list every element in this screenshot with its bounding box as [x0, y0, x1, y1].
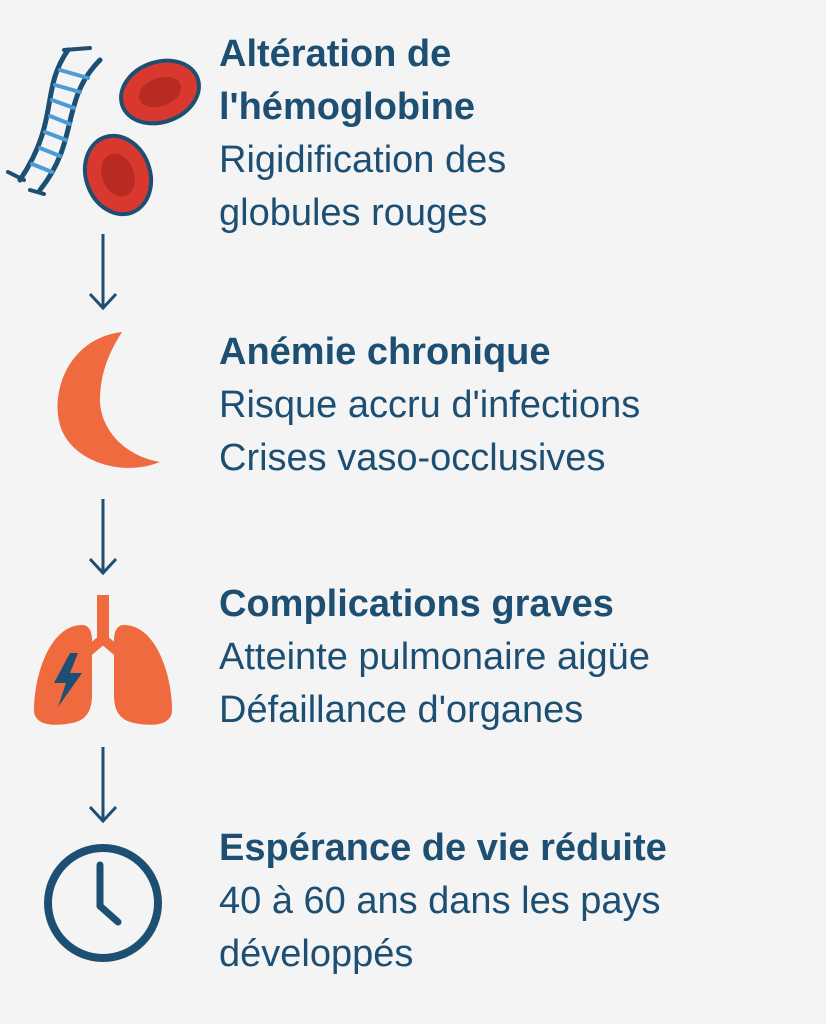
step-1-line-2: globules rouges	[219, 192, 488, 234]
step-1-title-line-1: Altération de	[219, 33, 452, 75]
step-3-title: Complications graves	[219, 583, 614, 625]
step-3-text: Complications graves Atteinte pulmonaire…	[219, 578, 650, 737]
step-4-text: Espérance de vie réduite 40 à 60 ans dan…	[219, 822, 667, 981]
step-4-line-1: 40 à 60 ans dans les pays	[219, 880, 661, 922]
step-3-line-1: Atteinte pulmonaire aigüe	[219, 636, 650, 678]
clock-icon	[44, 844, 162, 962]
down-arrow-icon	[88, 234, 118, 311]
step-2-line-1: Risque accru d'infections	[219, 384, 641, 426]
dna-blood-cells-icon	[6, 46, 201, 217]
step-3-line-2: Défaillance d'organes	[219, 689, 584, 731]
step-1-title-line-2: l'hémoglobine	[219, 86, 476, 128]
step-2-text: Anémie chronique Risque accru d'infectio…	[219, 326, 640, 485]
step-4-title: Espérance de vie réduite	[219, 827, 667, 869]
step-4-line-2: développés	[219, 933, 414, 975]
lungs-lightning-icon	[34, 595, 172, 725]
step-2-title: Anémie chronique	[219, 331, 551, 373]
step-1-line-1: Rigidification des	[219, 139, 507, 181]
step-2-line-2: Crises vaso-occlusives	[219, 437, 606, 479]
sickle-cell-icon	[57, 332, 160, 468]
down-arrow-icon	[88, 499, 118, 576]
step-1-text: Altération de l'hémoglobine Rigidificati…	[219, 28, 506, 240]
down-arrow-icon	[88, 747, 118, 824]
